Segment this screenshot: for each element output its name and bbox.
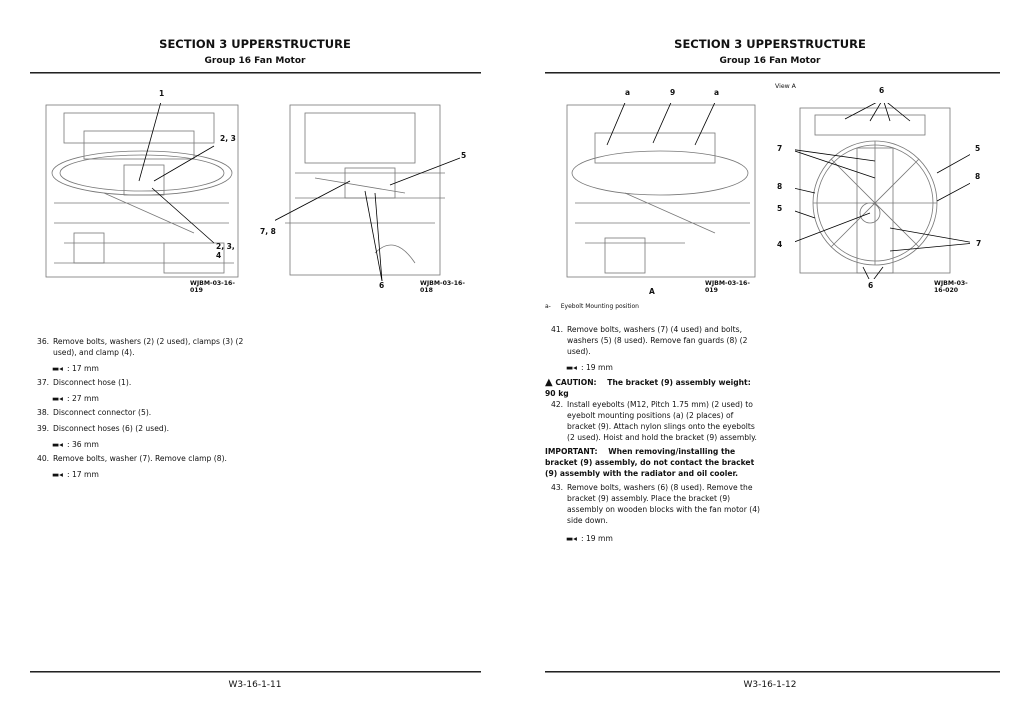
step-text: Install eyebolts (M12, Pitch 1.75 mm) (2…	[567, 400, 757, 442]
callout-4: 4	[777, 240, 783, 249]
tool-size: : 17 mm	[67, 470, 99, 479]
fan-guard-illustration	[788, 98, 981, 284]
fan-assembly-illustration	[45, 97, 239, 278]
tool-size: : 27 mm	[67, 394, 99, 403]
callout-6: 6	[379, 281, 385, 290]
figure-code: WJBM-03-16-020	[934, 280, 968, 294]
step-number: 40.	[37, 454, 50, 463]
section-title: SECTION 3 UPPERSTRUCTURE	[159, 37, 351, 51]
wrench-icon: ▬◂	[566, 534, 577, 543]
callout-a: a	[714, 88, 720, 97]
wrench-icon: ▬◂	[566, 363, 577, 372]
tool-spec: ▬◂ : 27 mm	[52, 394, 247, 403]
bracket-illustration	[566, 97, 756, 288]
important-note: IMPORTANT: When removing/installing the …	[545, 446, 763, 479]
step-42: 42.Install eyebolts (M12, Pitch 1.75 mm)…	[551, 399, 763, 443]
section-title: SECTION 3 UPPERSTRUCTURE	[674, 37, 866, 51]
step-number: 43.	[551, 483, 564, 492]
view-label: View A	[775, 83, 796, 90]
wrench-icon: ▬◂	[52, 364, 63, 373]
callout-a: a	[625, 88, 631, 97]
figure-legend: a- Eyebolt Mounting position	[545, 303, 639, 310]
step-36: 36.Remove bolts, washers (2) (2 used), c…	[37, 336, 247, 358]
wrench-icon: ▬◂	[52, 470, 63, 479]
tool-spec: ▬◂ : 17 mm	[52, 364, 247, 373]
callout-5: 5	[975, 144, 981, 153]
important-text: When removing/installing the bracket (9)…	[545, 447, 755, 478]
connector-illustration	[269, 104, 461, 282]
footer-rule	[545, 671, 1000, 673]
caution-label: CAUTION:	[555, 378, 597, 387]
step-number: 39.	[37, 424, 50, 433]
legend-key: a-	[545, 303, 551, 310]
step-text: Disconnect connector (5).	[53, 408, 152, 417]
step-43: 43.Remove bolts, washers (6) (8 used). R…	[551, 482, 763, 526]
step-text: Disconnect hoses (6) (2 used).	[53, 424, 170, 433]
callout-8: 8	[777, 182, 783, 191]
callout-7: 7	[777, 144, 783, 153]
step-text: Remove bolts, washer (7). Remove clamp (…	[53, 454, 227, 463]
figure-left-1: 1 2, 3 2, 3, 4 WJBM-03-16-019	[44, 89, 240, 294]
group-title: Group 16 Fan Motor	[719, 56, 821, 66]
tool-spec: ▬◂ : 17 mm	[52, 470, 247, 479]
figure-code: WJBM-03-16-019	[705, 280, 750, 294]
step-text: Remove bolts, washers (2) (2 used), clam…	[53, 337, 244, 357]
step-39: 39.Disconnect hoses (6) (2 used).	[37, 423, 247, 434]
tool-size: : 36 mm	[67, 440, 99, 449]
callout-7-8: 7, 8	[260, 227, 276, 236]
callout-6: 6	[879, 86, 885, 95]
tool-size: : 17 mm	[67, 364, 99, 373]
callout-6: 6	[868, 281, 874, 290]
step-number: 41.	[551, 325, 564, 334]
step-number: 42.	[551, 400, 564, 409]
step-number: 37.	[37, 378, 50, 387]
callout-2-3: 2, 3	[220, 134, 236, 143]
page-number: W3-16-1-11	[228, 680, 282, 690]
callout-1: 1	[159, 89, 165, 98]
footer-rule	[30, 671, 481, 673]
figure-right-2: View A 6 7 5 8 8 5 4 7 6 WJBM-03-16-020	[775, 83, 981, 294]
page-number: W3-16-1-12	[743, 680, 797, 690]
figure-right-1: a 9 a A WJBM-03-16-019	[565, 88, 757, 296]
caution-text: The bracket (9) assembly weight: 90 kg	[545, 378, 751, 398]
figure-code: WJBM-03-16-019	[190, 280, 235, 294]
callout-5: 5	[461, 151, 467, 160]
warning-triangle-icon: ▲	[545, 377, 553, 388]
step-number: 38.	[37, 408, 50, 417]
step-41: 41.Remove bolts, washers (7) (4 used) an…	[551, 324, 763, 357]
wrench-icon: ▬◂	[52, 394, 63, 403]
tool-spec: ▬◂ : 19 mm	[566, 363, 763, 372]
tool-size: : 19 mm	[581, 534, 613, 543]
tool-spec: ▬◂ : 19 mm	[566, 534, 763, 543]
step-text: Remove bolts, washers (7) (4 used) and b…	[567, 325, 748, 356]
step-40: 40.Remove bolts, washer (7). Remove clam…	[37, 453, 247, 464]
legend-text: Eyebolt Mounting position	[560, 303, 639, 310]
callout-2-3-4: 2, 3, 4	[216, 242, 235, 260]
important-label: IMPORTANT:	[545, 447, 598, 456]
callout-9: 9	[670, 88, 676, 97]
wrench-icon: ▬◂	[52, 440, 63, 449]
tool-size: : 19 mm	[581, 363, 613, 372]
step-text: Disconnect hose (1).	[53, 378, 132, 387]
callout-7: 7	[976, 239, 982, 248]
step-number: 36.	[37, 337, 50, 346]
header-rule	[545, 72, 1000, 74]
right-steps: 41.Remove bolts, washers (7) (4 used) an…	[545, 324, 763, 547]
step-38: 38.Disconnect connector (5).	[37, 407, 247, 418]
left-steps: 36.Remove bolts, washers (2) (2 used), c…	[37, 336, 247, 483]
group-title: Group 16 Fan Motor	[204, 56, 306, 66]
figure-code: WJBM-03-16-018	[420, 280, 465, 294]
header-rule	[30, 72, 481, 74]
caution-note: ▲ CAUTION: The bracket (9) assembly weig…	[545, 377, 763, 399]
callout-5: 5	[777, 204, 783, 213]
figure-left-2: 5 7, 8 6 WJBM-03-16-018	[260, 103, 471, 294]
callout-8: 8	[975, 172, 981, 181]
step-37: 37.Disconnect hose (1).	[37, 377, 247, 388]
step-text: Remove bolts, washers (6) (8 used). Remo…	[567, 483, 760, 525]
view-arrow-A: A	[649, 287, 655, 296]
tool-spec: ▬◂ : 36 mm	[52, 440, 247, 449]
